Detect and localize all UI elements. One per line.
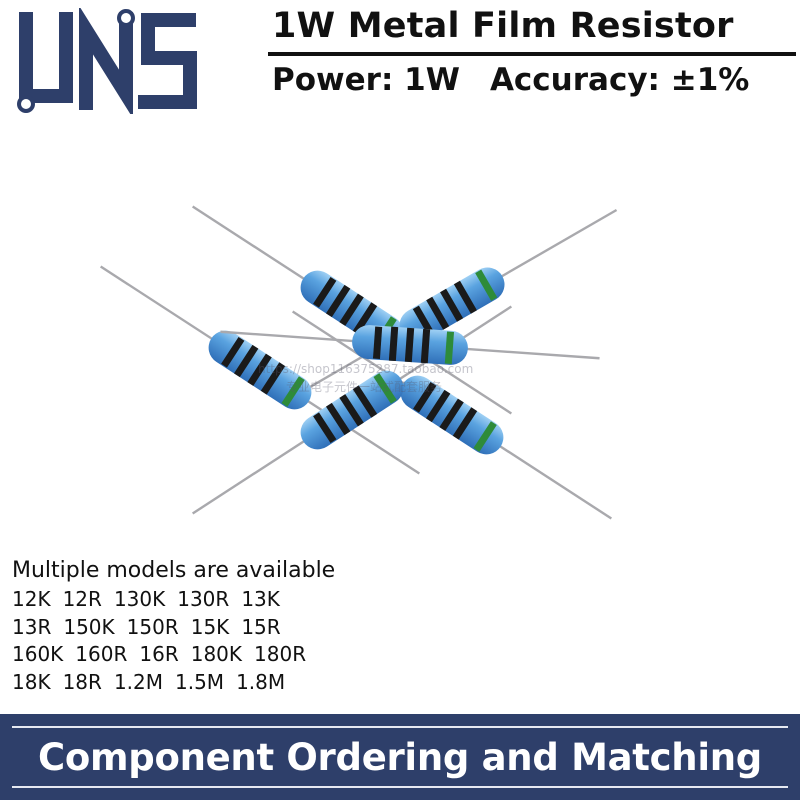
brand-logo <box>17 8 197 114</box>
model-value: 13R <box>12 614 52 639</box>
spec-line: Power: 1W Accuracy: ±1% <box>272 62 796 98</box>
model-value: 1.5M <box>175 669 225 694</box>
model-value: 12K <box>12 587 51 611</box>
model-value: 150K <box>63 614 115 639</box>
accuracy-spec: Accuracy: ±1% <box>489 62 750 98</box>
resistor-product-photo <box>100 191 627 534</box>
model-value: 160K <box>12 642 64 666</box>
models-row: 12K 12R 130K 130R 13K <box>12 586 486 614</box>
model-value: 160R <box>75 642 128 666</box>
model-value: 180K <box>190 642 243 666</box>
model-value: 130K <box>113 587 166 611</box>
model-value: 1.8M <box>236 669 286 694</box>
models-row: 160K 160R 16R 180K 180R <box>12 641 486 669</box>
model-value: 13K <box>241 587 280 611</box>
model-value: 18R <box>62 669 102 694</box>
power-spec: Power: 1W <box>272 62 460 98</box>
page-title: 1W Metal Film Resistor <box>272 6 734 46</box>
watermark-slogan: 专业电子元件一站式配套服务 <box>286 380 443 394</box>
models-heading: Multiple models are available <box>12 558 336 583</box>
model-value: 180R <box>254 642 307 666</box>
model-value: 1.2M <box>113 669 163 694</box>
model-value: 130R <box>177 587 230 611</box>
model-value: 12R <box>62 587 102 611</box>
models-row: 13R 150K 150R 15K 15R <box>12 614 486 642</box>
model-value: 15K <box>190 614 230 639</box>
model-value: 150R <box>126 614 179 639</box>
banner-text: Component Ordering and Matching <box>38 735 762 779</box>
watermark-url: https://shop116375287.taobao.com <box>258 362 474 376</box>
bottom-banner: Component Ordering and Matching <box>0 714 800 800</box>
model-value: 15R <box>241 614 281 639</box>
title-divider <box>268 52 796 56</box>
model-value: 16R <box>139 642 179 666</box>
model-value: 18K <box>12 669 51 694</box>
banner-frame: Component Ordering and Matching <box>12 726 788 788</box>
models-list: Multiple models are available 12K 12R 13… <box>6 556 486 696</box>
models-row: 18K 18R 1.2M 1.5M 1.8M <box>12 669 486 697</box>
